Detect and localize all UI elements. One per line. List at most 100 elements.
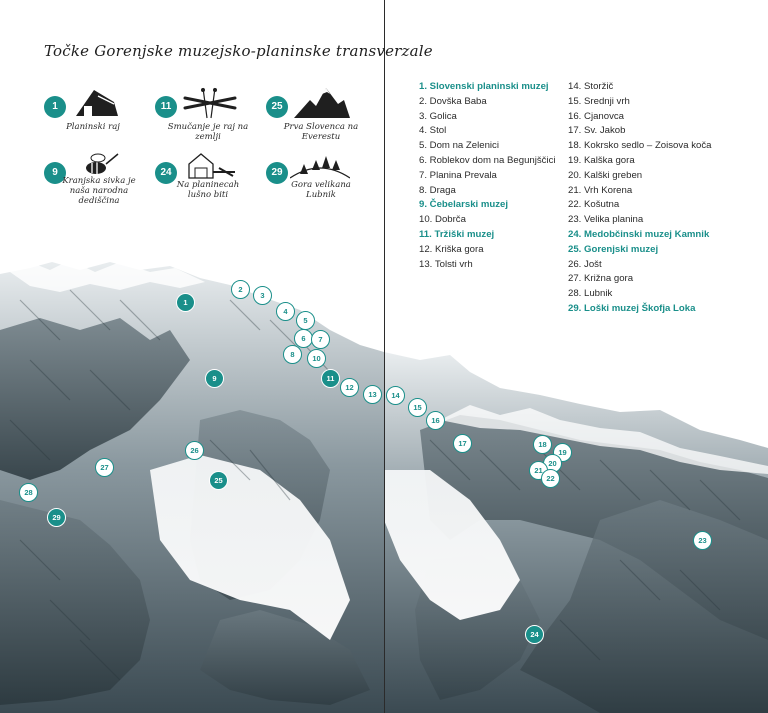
velika-planina-slopes (520, 500, 768, 713)
list-item: 15. Srednji vrh (568, 95, 711, 110)
list-item-name: Draga (429, 184, 456, 196)
list-item-name: Kalška gora (584, 154, 635, 166)
list-item: 28. Lubnik (568, 287, 711, 302)
map-marker-5: 5 (296, 311, 315, 330)
list-item: 2. Dovška Baba (419, 95, 556, 110)
featured-caption: Kranjska sivka je naša narodna dediščina (62, 176, 136, 206)
massif-center-lower (200, 610, 370, 705)
list-item: 23. Velika planina (568, 213, 711, 228)
map-marker-12: 12 (340, 378, 359, 397)
mountain-peak-icon (294, 88, 350, 118)
list-item: 13. Tolsti vrh (419, 258, 556, 273)
list-item-number: 24. (568, 228, 585, 240)
list-item: 17. Sv. Jakob (568, 124, 711, 139)
list-item: 4. Stol (419, 124, 556, 139)
list-item: 26. Jošt (568, 258, 711, 273)
list-item-number: 11. (419, 228, 435, 240)
snow-caps-right (440, 405, 768, 474)
list-item: 25. Gorenjski muzej (568, 243, 711, 258)
list-item-number: 16. (568, 110, 585, 122)
list-item: 22. Košutna (568, 198, 711, 213)
list-item-name: Dobrča (435, 214, 466, 226)
map-marker-28: 28 (19, 483, 38, 502)
map-marker-26: 26 (185, 441, 204, 460)
massif-left-front (0, 318, 190, 480)
list-item-name: Čebelarski muzej (429, 199, 509, 211)
list-item-number: 15. (568, 95, 585, 107)
list-item-name: Kriška gora (435, 243, 484, 255)
featured-caption: Planinski raj (66, 122, 120, 132)
list-item: 12. Kriška gora (419, 243, 556, 258)
snow-caps-left (10, 260, 205, 292)
bee-icon (86, 153, 119, 174)
list-item-name: Medobčinski muzej Kamnik (584, 228, 710, 240)
featured-badge: 11 (155, 96, 177, 118)
list-item-number: 20. (568, 169, 585, 181)
list-item: 19. Kalška gora (568, 154, 711, 169)
list-item-name: Jošt (584, 258, 602, 270)
featured-badge: 29 (266, 162, 288, 184)
list-item-name: Velika planina (584, 214, 644, 226)
list-item: 20. Kalški greben (568, 169, 711, 184)
featured-badge: 9 (44, 162, 66, 184)
list-item-name: Tržiški muzej (434, 228, 495, 240)
list-item-number: 22. (568, 199, 585, 211)
featured-caption: Gora velikana Lubnik (291, 180, 351, 200)
list-item-number: 26. (568, 258, 585, 270)
list-item: 10. Dobrča (419, 213, 556, 228)
list-item: 3. Golica (419, 110, 556, 125)
map-marker-29: 29 (47, 508, 66, 527)
list-item-number: 12. (419, 243, 436, 255)
list-item-number: 23. (568, 214, 585, 226)
list-item-name: Dom na Zelenici (429, 140, 499, 152)
list-item-name: Cjanovca (584, 110, 625, 122)
list-item-name: Roblekov dom na Begunjščici (429, 154, 556, 166)
list-item-name: Golica (429, 110, 457, 122)
list-item-name: Križna gora (584, 273, 634, 285)
list-item: 29. Loški muzej Škofja Loka (568, 302, 711, 317)
list-item: 9. Čebelarski muzej (419, 198, 556, 213)
list-item-number: 6. (419, 154, 430, 166)
mountain-hut-icon (76, 90, 118, 116)
list-item-number: 28. (568, 288, 585, 300)
list-item: 8. Draga (419, 184, 556, 199)
map-marker-18: 18 (533, 435, 552, 454)
list-item-number: 1. (419, 81, 430, 92)
map-marker-10: 10 (307, 349, 326, 368)
list-item-name: Gorenjski muzej (584, 243, 659, 255)
featured-badge: 25 (266, 96, 288, 118)
list-item-name: Stol (429, 125, 447, 137)
featured-caption: Na planinecah lušno biti (176, 180, 240, 200)
map-marker-14: 14 (386, 386, 405, 405)
list-item-name: Kokrsko sedlo – Zoisova koča (584, 140, 712, 152)
map-marker-11: 11 (321, 369, 340, 388)
map-marker-8: 8 (283, 345, 302, 364)
map-marker-15: 15 (408, 398, 427, 417)
list-item-name: Loški muzej Škofja Loka (584, 302, 696, 314)
list-item: 7. Planina Prevala (419, 169, 556, 184)
list-item-name: Srednji vrh (584, 95, 630, 107)
list-item-number: 18. (568, 140, 585, 152)
map-marker-16: 16 (426, 411, 445, 430)
list-item-number: 4. (419, 125, 430, 137)
map-marker-7: 7 (311, 330, 330, 349)
map-marker-4: 4 (276, 302, 295, 321)
list-item-name: Slovenski planinski muzej (429, 81, 549, 92)
list-item-number: 2. (419, 95, 430, 107)
page-fold-line (384, 0, 385, 713)
map-marker-17: 17 (453, 434, 472, 453)
list-item: 18. Kokrsko sedlo – Zoisova koča (568, 139, 711, 154)
featured-badge: 24 (155, 162, 177, 184)
map-marker-2: 2 (231, 280, 250, 299)
list-item-number: 14. (568, 81, 585, 92)
forest-hill-icon (290, 156, 350, 179)
featured-caption: Prva Slovenca na Everestu (283, 122, 359, 142)
map-marker-9: 9 (205, 369, 224, 388)
list-item-name: Planina Prevala (429, 169, 497, 181)
featured-badge: 1 (44, 96, 66, 118)
list-item-name: Lubnik (584, 288, 613, 300)
list-item: 1. Slovenski planinski muzej (419, 80, 556, 95)
